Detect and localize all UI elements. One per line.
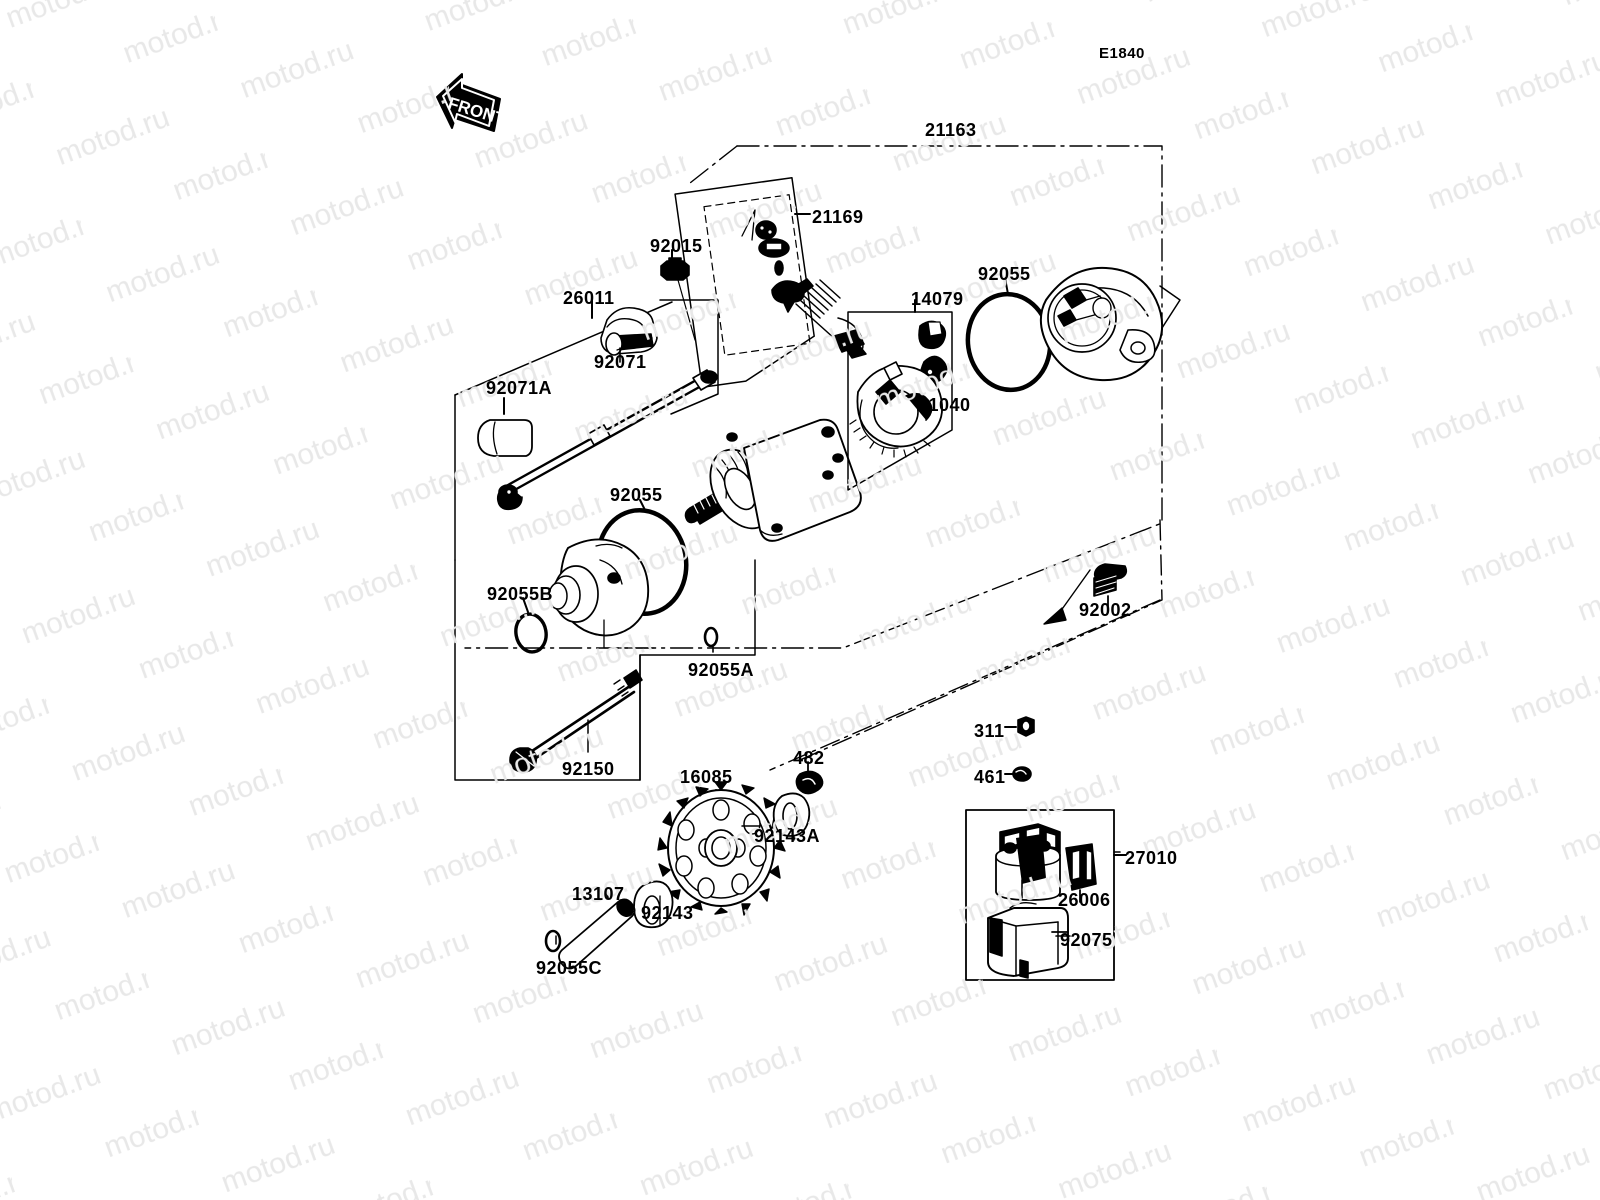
callout-92055b: 92055B: [487, 584, 554, 604]
callout-21040: 21040: [918, 395, 971, 415]
callout-311: 311: [974, 721, 1005, 741]
callout-14079: 14079: [911, 289, 964, 309]
callout-92150: 92150: [562, 759, 615, 779]
callout-21169: 21169: [812, 207, 864, 227]
callout-461: 461: [974, 767, 1006, 787]
callout-e1840: E1840: [1099, 45, 1145, 62]
callout-92071a: 92071A: [486, 378, 553, 398]
callout-482: 482: [793, 748, 825, 768]
callout-92055c: 92055C: [536, 958, 603, 978]
callout-92143: 92143: [641, 903, 694, 923]
callout-26011: 26011: [563, 288, 615, 308]
callout-92055a: 92055A: [688, 660, 755, 680]
callout-92055: 92055: [978, 264, 1031, 284]
callout-92002: 92002: [1079, 600, 1132, 620]
callout-92055: 92055: [610, 485, 663, 505]
callout-92071: 92071: [594, 352, 647, 372]
callout-92075: 92075: [1060, 930, 1113, 950]
callout-27010: 27010: [1125, 848, 1178, 868]
callout-21163: 21163: [925, 120, 977, 140]
callout-26006: 26006: [1058, 890, 1111, 910]
callout-13107: 13107: [572, 884, 625, 904]
callout-92143a: 92143A: [754, 826, 821, 846]
callout-92015: 92015: [650, 236, 703, 256]
callout-16085: 16085: [680, 767, 733, 787]
